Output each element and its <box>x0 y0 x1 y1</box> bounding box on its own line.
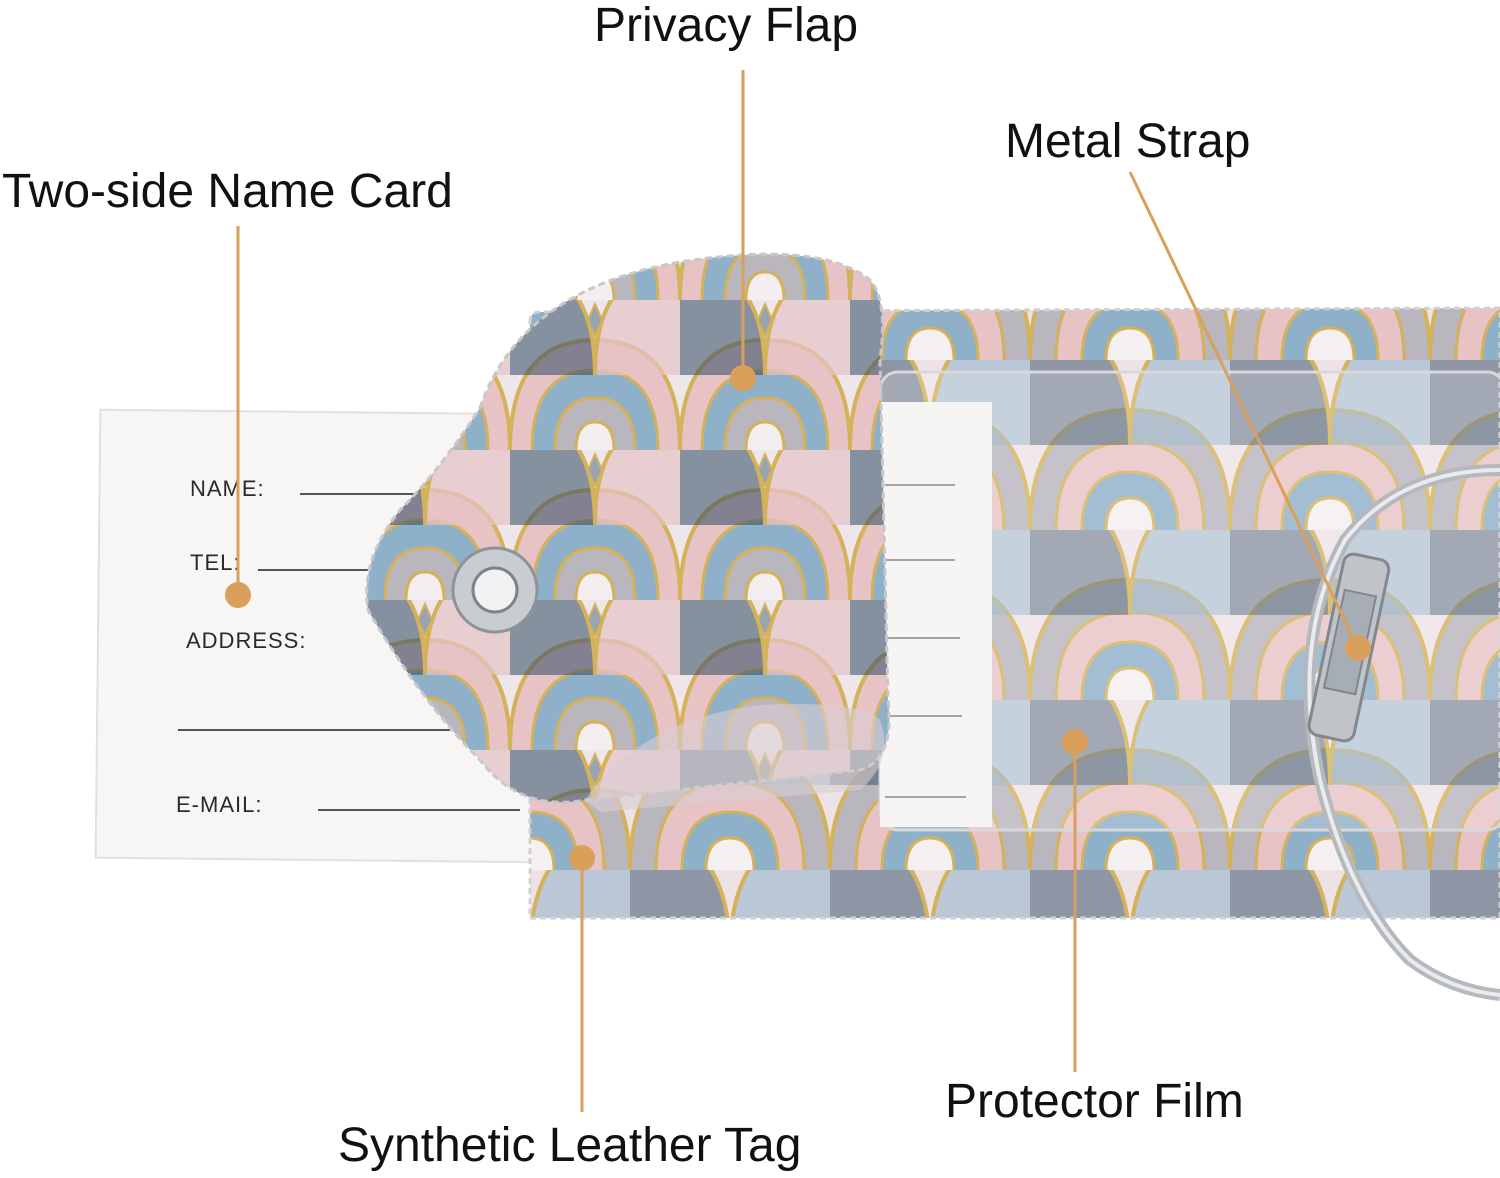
card-field-tel: TEL: <box>190 550 240 575</box>
privacy-flap <box>365 252 891 812</box>
grommet-eyelet <box>451 546 539 634</box>
label-name-card: Two-side Name Card <box>2 165 453 218</box>
callouts <box>225 70 1371 1112</box>
label-leather-tag: Synthetic Leather Tag <box>338 1119 802 1172</box>
callout-dot-leather-tag <box>569 845 595 871</box>
card-field-name: NAME: <box>190 476 265 501</box>
callout-dot-privacy-flap <box>730 365 756 391</box>
callout-dot-metal-strap <box>1345 635 1371 661</box>
label-metal-strap: Metal Strap <box>1005 115 1251 168</box>
label-privacy-flap: Privacy Flap <box>594 0 859 52</box>
card-field-email: E-MAIL: <box>176 792 262 817</box>
callout-dot-name-card <box>225 582 251 608</box>
card-insert <box>880 402 992 827</box>
callout-dot-protector-film <box>1062 729 1088 755</box>
label-protector-film: Protector Film <box>945 1075 1244 1128</box>
card-field-address: ADDRESS: <box>186 628 306 653</box>
callout-line-metal-strap <box>1128 171 1360 649</box>
